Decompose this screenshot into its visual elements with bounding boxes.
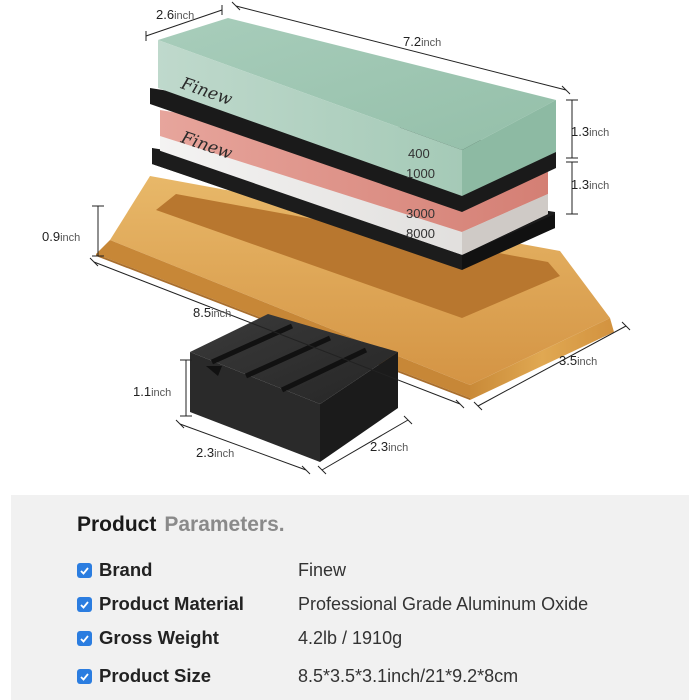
- product-illustration: Finew Finew 400 1000 3000 8000: [42, 1, 631, 475]
- param-label: Brand: [99, 559, 153, 580]
- title-light: Parameters.: [164, 513, 285, 536]
- dim-stone-width-label: 2.6inch: [156, 7, 194, 22]
- grit-label-400: 400: [408, 146, 430, 161]
- svg-text:1.1inch: 1.1inch: [133, 384, 171, 399]
- param-row-material: Product Material: [77, 591, 244, 617]
- grit-label-8000: 8000: [406, 226, 435, 241]
- dim-base-length-label: 8.5inch: [193, 305, 231, 320]
- param-value: 8.5*3.5*3.1inch/21*9.2*8cm: [298, 666, 519, 686]
- check-icon: [77, 596, 92, 612]
- title-bold: Product: [77, 513, 157, 536]
- check-icon: [77, 668, 92, 684]
- dim-block-width-label: 2.3inch: [370, 439, 408, 454]
- dim-base-width-label: 3.5inch: [559, 353, 597, 368]
- parameters-title: Product Parameters.: [77, 513, 285, 537]
- svg-text:2.3inch: 2.3inch: [196, 445, 234, 460]
- svg-text:1.3inch: 1.3inch: [571, 124, 609, 139]
- dim-base-height-label: 0.9inch: [42, 229, 80, 244]
- dim-stone-height-top-label: 1.3inch: [571, 124, 609, 139]
- check-icon: [77, 630, 92, 646]
- param-value: Professional Grade Aluminum Oxide: [298, 594, 589, 614]
- grit-label-3000: 3000: [406, 206, 435, 221]
- svg-text:2.3inch: 2.3inch: [370, 439, 408, 454]
- check-icon: [77, 562, 92, 578]
- svg-text:0.9inch: 0.9inch: [42, 229, 80, 244]
- param-value: 4.2lb / 1910g: [298, 628, 403, 648]
- upper-stone: [158, 18, 556, 196]
- param-row-size: Product Size: [77, 663, 211, 689]
- dim-stone-height-bottom-label: 1.3inch: [571, 177, 609, 192]
- param-value: Finew: [298, 560, 347, 580]
- param-label: Product Size: [99, 665, 212, 686]
- svg-text:1.3inch: 1.3inch: [571, 177, 609, 192]
- param-label: Gross Weight: [99, 627, 219, 648]
- param-label: Product Material: [99, 593, 244, 614]
- svg-text:2.6inch: 2.6inch: [156, 7, 194, 22]
- param-row-brand: Brand: [77, 557, 152, 583]
- svg-text:7.2inch: 7.2inch: [403, 34, 441, 49]
- product-parameters-panel: Product Parameters. Brand Finew Product M…: [11, 495, 689, 700]
- param-row-weight: Gross Weight: [77, 625, 219, 651]
- dim-stone-length-label: 7.2inch: [403, 34, 441, 49]
- dim-block-depth-label: 2.3inch: [196, 445, 234, 460]
- grit-label-1000: 1000: [406, 166, 435, 181]
- foam-block: [190, 314, 398, 462]
- svg-text:3.5inch: 3.5inch: [559, 353, 597, 368]
- svg-text:8.5inch: 8.5inch: [193, 305, 231, 320]
- dim-block-height-label: 1.1inch: [133, 384, 171, 399]
